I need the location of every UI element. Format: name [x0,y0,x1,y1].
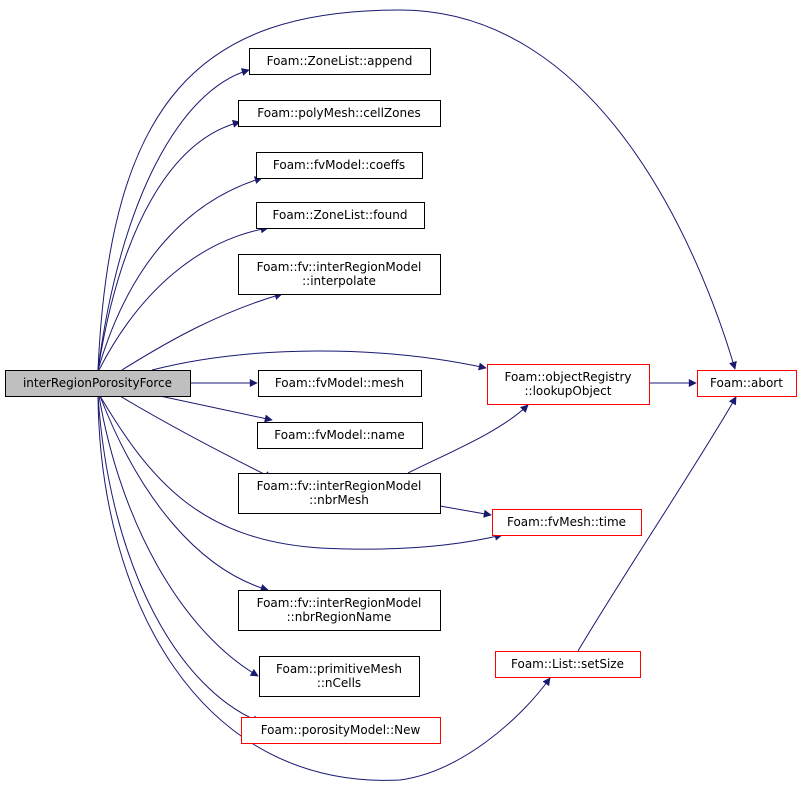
node-nbrMesh[interactable]: Foam::fv::interRegionModel::nbrMesh [238,473,441,514]
node-box [257,422,423,449]
node-label: Foam::fvModel::name [274,428,404,442]
node-cellZones[interactable]: Foam::polyMesh::cellZones [238,100,441,127]
node-label: ::nbrMesh [309,493,369,507]
node-interpolate[interactable]: Foam::fv::interRegionModel::interpolate [238,254,441,295]
node-box [5,370,191,397]
node-box [238,100,441,127]
node-box [256,152,423,179]
node-label: Foam::polyMesh::cellZones [257,106,420,120]
node-box [249,48,431,75]
node-box [238,254,441,295]
edge-root-to-lookupObject [151,350,487,371]
node-label: Foam::fvMesh::time [507,515,626,529]
node-box [238,473,441,514]
node-label: ::nCells [317,676,361,690]
node-box [495,651,641,678]
edge-root-to-nbrMesh [119,395,273,479]
node-append[interactable]: Foam::ZoneList::append [249,48,431,75]
edge-nbrMesh-to-lookupObject [407,404,529,474]
node-box [487,364,650,405]
edge-root-to-found [98,225,269,371]
node-label: Foam::fv::interRegionModel [257,479,422,493]
node-box [697,370,797,397]
node-label: Foam::fvModel::coeffs [273,158,405,172]
node-mesh[interactable]: Foam::fvModel::mesh [258,370,422,397]
node-time[interactable]: Foam::fvMesh::time [492,509,642,536]
node-box [258,370,422,397]
node-abort[interactable]: Foam::abort [697,370,797,397]
node-label: Foam::fv::interRegionModel [257,260,422,274]
node-root[interactable]: interRegionPorosityForce [5,370,191,397]
node-label: interRegionPorosityForce [23,376,172,390]
node-coeffs[interactable]: Foam::fvModel::coeffs [256,152,423,179]
node-label: Foam::objectRegistry [504,370,631,384]
edge-root-to-coeffs [97,176,263,371]
node-label: Foam::abort [710,376,783,390]
edge-root-to-nbrRegionName [99,395,269,592]
node-label: ::lookupObject [525,384,612,398]
node-found[interactable]: Foam::ZoneList::found [256,202,425,229]
edge-root-to-setSize [97,395,551,781]
edge-root-to-New [97,395,261,724]
node-name[interactable]: Foam::fvModel::name [257,422,423,449]
node-setSize[interactable]: Foam::List::setSize [495,651,641,678]
node-label: Foam::primitiveMesh [276,662,402,676]
node-nbrRegionName[interactable]: Foam::fv::interRegionModel::nbrRegionNam… [238,590,441,631]
edge-root-to-time [99,395,503,550]
node-box [259,656,420,697]
node-New[interactable]: Foam::porosityModel::New [241,717,441,744]
edge-setSize-to-abort [577,396,737,652]
node-lookupObject[interactable]: Foam::objectRegistry::lookupObject [487,364,650,405]
node-label: ::nbrRegionName [287,610,392,624]
node-box [256,202,425,229]
node-label: Foam::fv::interRegionModel [257,596,422,610]
node-box [241,717,441,744]
edge-root-to-abort [97,9,737,371]
node-label: Foam::List::setSize [511,657,624,671]
node-label: Foam::ZoneList::append [267,54,413,68]
edge-root-to-nCells [98,395,259,677]
node-label: Foam::ZoneList::found [273,208,408,222]
node-box [238,590,441,631]
edge-root-to-interpolate [121,292,283,371]
node-nCells[interactable]: Foam::primitiveMesh::nCells [259,656,420,697]
node-label: Foam::fvModel::mesh [275,376,404,390]
node-label: Foam::porosityModel::New [261,723,421,737]
edge-root-to-append [97,68,250,371]
edge-root-to-cellZones [97,119,241,371]
node-box [492,509,642,536]
node-label: ::interpolate [302,274,376,288]
edge-root-to-name [159,395,273,423]
edge-nbrMesh-to-time [439,505,492,518]
